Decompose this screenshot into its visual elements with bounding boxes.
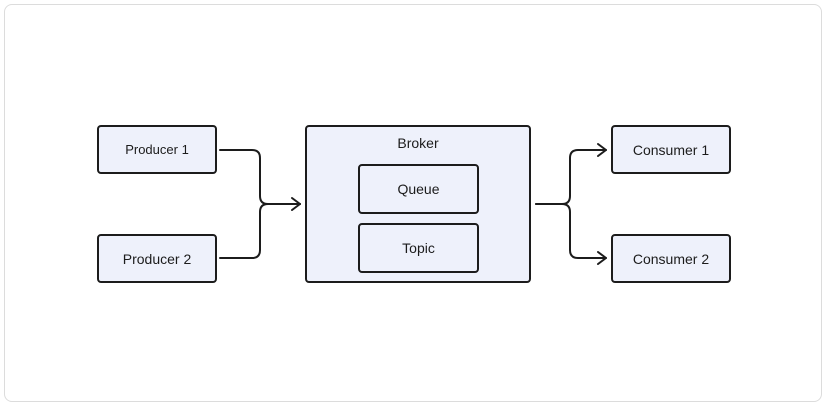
connector-producer-1 [219,149,301,205]
producer-1-label: Producer 1 [125,142,189,157]
queue-label: Queue [397,181,440,197]
connector-consumer-1 [535,149,607,205]
connector-producer-2 [219,203,301,259]
queue-node: Queue [358,164,479,214]
topic-node: Topic [358,223,479,273]
topic-label: Topic [402,240,435,256]
consumer-1-label: Consumer 1 [632,141,710,158]
arrowhead-consumer-2 [597,251,607,265]
arrowhead-broker [291,197,301,211]
producer-2-label: Producer 2 [122,250,192,267]
consumer-2-node: Consumer 2 [611,234,731,283]
consumer-1-node: Consumer 1 [611,125,731,174]
consumer-2-label: Consumer 2 [632,250,710,267]
producer-1-node: Producer 1 [97,125,217,174]
arrowhead-consumer-1 [597,143,607,157]
producer-2-node: Producer 2 [97,234,217,283]
broker-title: Broker [397,135,439,151]
connector-consumer-2 [535,203,607,259]
